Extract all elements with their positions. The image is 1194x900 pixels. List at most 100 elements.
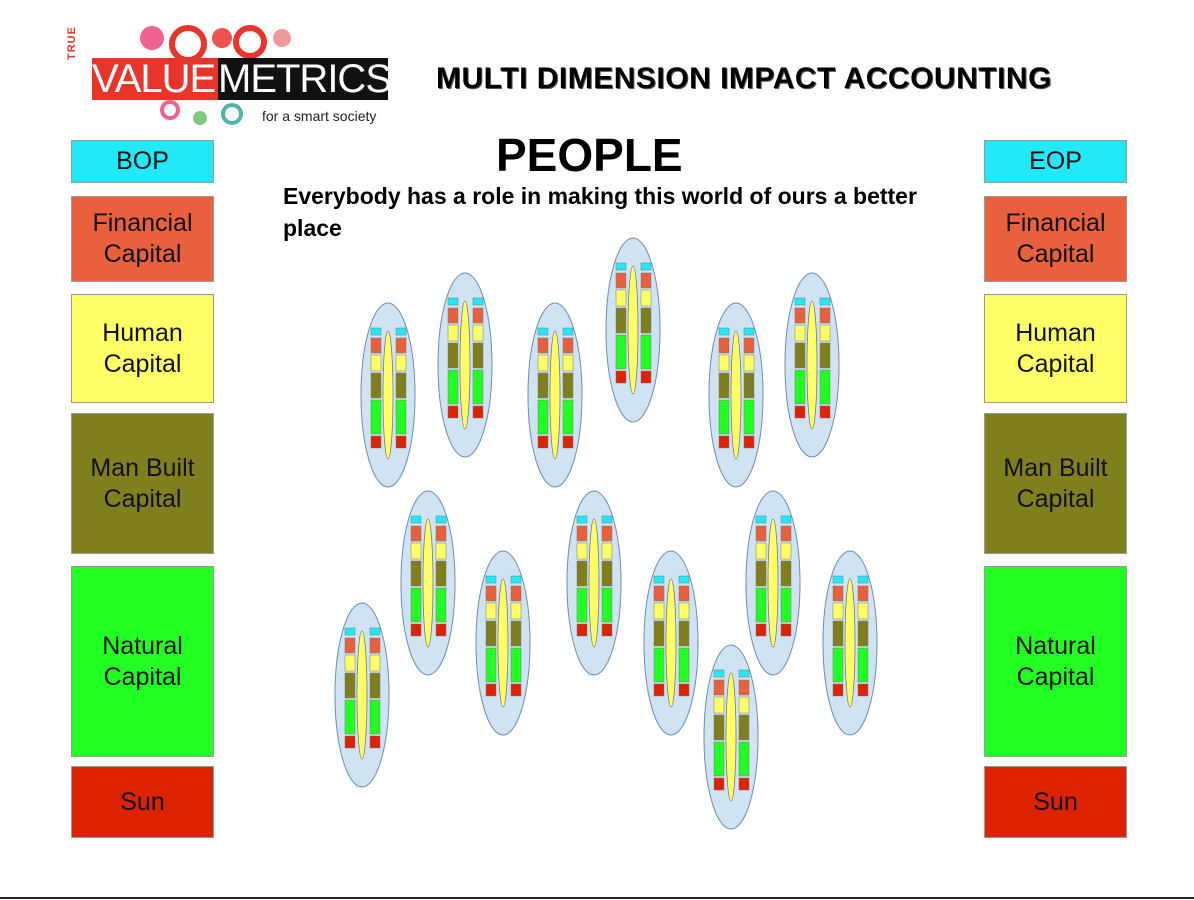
capital-segment: [819, 369, 831, 405]
capital-segment: [857, 602, 869, 620]
capital-segment: [576, 560, 588, 587]
capital-segment: [678, 575, 690, 584]
capital-segment: [395, 327, 407, 336]
capital-segment: [713, 741, 725, 777]
right-sun-label: Sun: [1033, 787, 1078, 816]
capital-segment: [743, 327, 755, 336]
capital-segment: [410, 525, 422, 542]
bop-box: BOP: [71, 140, 214, 183]
right-natural-capital-box: Natural Capital: [984, 566, 1127, 757]
capital-segment: [562, 327, 574, 336]
capital-segment: [435, 623, 447, 637]
person-core: [767, 518, 779, 648]
capital-segment: [743, 337, 755, 354]
capital-segment: [713, 696, 725, 714]
capital-segment: [395, 354, 407, 372]
capital-segment: [369, 735, 381, 749]
capital-segment: [640, 289, 652, 307]
person-core: [549, 330, 561, 460]
page-title: MULTI DIMENSION IMPACT ACCOUNTING: [436, 62, 1052, 95]
capital-segment: [794, 405, 806, 419]
capital-segment: [562, 337, 574, 354]
eop-box: EOP: [984, 140, 1127, 183]
capital-segment: [640, 370, 652, 384]
capital-segment: [395, 372, 407, 399]
capital-segment: [562, 435, 574, 449]
capital-segment: [410, 560, 422, 587]
capital-segment: [537, 372, 549, 399]
capital-segment: [794, 307, 806, 324]
capital-segment: [344, 654, 356, 672]
capital-segment: [562, 372, 574, 399]
capital-segment: [344, 672, 356, 699]
capital-segment: [678, 585, 690, 602]
person-core: [382, 330, 394, 460]
capital-segment: [653, 585, 665, 602]
right-man-built-capital-box: Man Built Capital: [984, 413, 1127, 554]
capital-segment: [678, 620, 690, 647]
capital-segment: [615, 272, 627, 289]
capital-segment: [718, 327, 730, 336]
capital-segment: [447, 369, 459, 405]
capital-segment: [537, 337, 549, 354]
capital-segment: [755, 525, 767, 542]
person-figure: [566, 490, 622, 676]
capital-segment: [435, 542, 447, 560]
left-man-built-capital-box: Man Built Capital: [71, 413, 214, 554]
capital-segment: [510, 585, 522, 602]
capital-segment: [576, 525, 588, 542]
capital-segment: [857, 683, 869, 697]
capital-segment: [576, 515, 588, 524]
capital-segment: [819, 405, 831, 419]
capital-segment: [395, 337, 407, 354]
person-core: [844, 578, 856, 708]
person-core: [627, 265, 639, 395]
capital-segment: [370, 372, 382, 399]
capital-segment: [713, 777, 725, 791]
capital-segment: [743, 435, 755, 449]
capital-segment: [832, 620, 844, 647]
capital-segment: [857, 575, 869, 584]
capital-segment: [653, 683, 665, 697]
capital-segment: [678, 647, 690, 683]
person-figure: [784, 272, 840, 458]
capital-segment: [738, 679, 750, 696]
right-human-capital-box: Human Capital: [984, 294, 1127, 403]
capital-segment: [510, 575, 522, 584]
capital-segment: [510, 620, 522, 647]
left-sun-label: Sun: [120, 787, 165, 816]
left-sun-box: Sun: [71, 766, 214, 838]
capital-segment: [576, 542, 588, 560]
capital-segment: [780, 623, 792, 637]
capital-segment: [510, 602, 522, 620]
capital-segment: [718, 435, 730, 449]
capital-segment: [738, 714, 750, 741]
capital-segment: [738, 777, 750, 791]
capital-segment: [794, 342, 806, 369]
capital-segment: [678, 602, 690, 620]
right-man-built-capital-label: Man Built Capital: [1003, 453, 1108, 513]
capital-segment: [576, 623, 588, 637]
capital-segment: [370, 354, 382, 372]
capital-segment: [435, 560, 447, 587]
capital-segment: [562, 399, 574, 435]
capital-segment: [615, 289, 627, 307]
right-sun-box: Sun: [984, 766, 1127, 838]
logo-tagline: for a smart society: [262, 108, 377, 124]
eop-label: EOP: [1029, 147, 1082, 175]
capital-segment: [832, 683, 844, 697]
capital-segment: [640, 272, 652, 289]
person-core: [725, 672, 737, 802]
capital-segment: [576, 587, 588, 623]
capital-segment: [615, 262, 627, 271]
capital-segment: [819, 297, 831, 306]
capital-segment: [344, 627, 356, 636]
right-financial-capital-label: Financial Capital: [1005, 209, 1106, 268]
person-figure: [360, 302, 416, 488]
right-human-capital-label: Human Capital: [1015, 318, 1096, 378]
section-heading: PEOPLE: [496, 129, 683, 181]
capital-segment: [472, 307, 484, 324]
capital-segment: [718, 354, 730, 372]
left-natural-capital-label: Natural Capital: [102, 631, 183, 691]
capital-segment: [447, 405, 459, 419]
